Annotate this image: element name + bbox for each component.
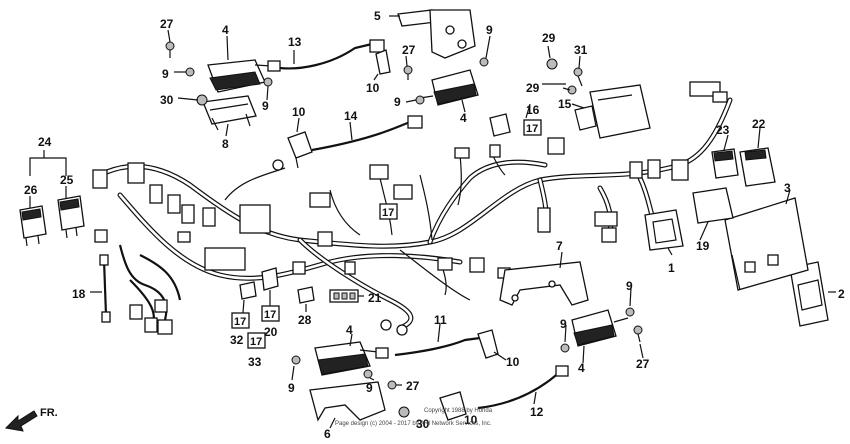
part-10-spark-plug-cap-bottom[interactable] (477, 329, 499, 359)
boxed-ref-17: 17 (526, 123, 538, 135)
part-10-spark-plug-cap-left[interactable] (287, 131, 313, 169)
boxed-ref-17: 17 (264, 309, 276, 321)
part-19-relay[interactable] (692, 187, 734, 224)
callout-23: 23 (716, 123, 730, 137)
callout-9: 9 (262, 99, 269, 113)
callout-11: 11 (434, 313, 447, 327)
part-21-connector[interactable] (329, 289, 359, 303)
part-4-ignition-coil-bottom-right[interactable] (571, 309, 629, 347)
part-28-clip[interactable] (297, 286, 315, 304)
callout-18: 18 (72, 287, 86, 301)
callout-14: 14 (344, 109, 358, 123)
callout-15: 15 (558, 97, 572, 111)
callout-6: 6 (324, 427, 331, 441)
callout-7: 7 (556, 239, 563, 253)
part-7-bracket[interactable] (499, 261, 589, 306)
callout-2: 2 (838, 287, 845, 301)
callout-4: 4 (578, 361, 585, 375)
boxed-ref-17: 17 (234, 316, 246, 328)
callout-28: 28 (298, 313, 312, 327)
part-14-high-tension-cord[interactable] (311, 115, 423, 152)
callout-21: 21 (368, 291, 382, 305)
callout-29: 29 (542, 31, 556, 45)
part-22-relay[interactable] (739, 147, 776, 187)
callout-32: 32 (230, 333, 244, 347)
callout-10: 10 (292, 105, 306, 119)
callout-3: 3 (784, 181, 791, 195)
callout-27: 27 (402, 43, 416, 57)
callout-9: 9 (162, 67, 169, 81)
boxed-ref-17: 17 (250, 336, 262, 348)
part-18-sensor-lead[interactable] (99, 254, 111, 323)
callout-25: 25 (60, 173, 74, 187)
part-16-clip[interactable] (489, 113, 511, 137)
part-8-bracket[interactable] (202, 95, 257, 131)
callout-20: 20 (264, 325, 278, 339)
callout-1: 1 (668, 261, 675, 275)
callout-29: 29 (526, 81, 540, 95)
callout-9: 9 (288, 381, 295, 395)
footer-page-design: Page design (c) 2004 - 2017 by ARI Netwo… (335, 421, 492, 427)
callout-30: 30 (416, 417, 430, 431)
part-32-clip[interactable] (239, 281, 257, 300)
callout-13: 13 (288, 35, 302, 49)
part-12-high-tension-cord[interactable] (477, 365, 569, 410)
callout-9: 9 (626, 279, 633, 293)
callout-9: 9 (394, 95, 401, 109)
callout-9: 9 (560, 317, 567, 331)
callout-4: 4 (222, 23, 229, 37)
front-direction-arrow: FR. (4, 407, 58, 432)
callout-9: 9 (486, 23, 493, 37)
part-13-high-tension-cord[interactable] (279, 39, 385, 70)
callout-31: 31 (574, 43, 588, 57)
callout-27: 27 (636, 357, 650, 371)
part-10-spark-plug-cap-lower[interactable] (439, 391, 467, 421)
part-2-cover[interactable] (789, 261, 829, 327)
part-4-ignition-coil-bottom-center[interactable] (314, 341, 389, 376)
callout-4: 4 (460, 111, 467, 125)
boxed-references: 17 17 17 17 17 (231, 119, 542, 349)
part-20-tape[interactable] (261, 267, 279, 291)
callout-10: 10 (366, 81, 380, 95)
boxed-ref-17: 17 (382, 207, 394, 219)
part-11-high-tension-cord[interactable] (394, 336, 481, 357)
callout-30: 30 (160, 93, 174, 107)
callout-4: 4 (346, 323, 353, 337)
part-4-ignition-coil-top-left[interactable] (207, 59, 281, 93)
callout-labels: 27 4 13 9 30 9 8 10 5 27 9 9 4 10 14 29 … (24, 9, 845, 441)
copyright-text: Copyright 1988 by Honda (424, 408, 493, 414)
part-23-relay[interactable] (711, 148, 739, 179)
part-5-bracket[interactable] (397, 9, 476, 59)
callout-27: 27 (160, 17, 174, 31)
callout-8: 8 (222, 137, 229, 151)
callout-33: 33 (248, 355, 262, 369)
callout-24: 24 (38, 135, 52, 149)
callout-27: 27 (406, 379, 420, 393)
callout-16: 16 (526, 103, 540, 117)
part-25-relay[interactable] (57, 195, 85, 239)
part-1-relay-box[interactable] (644, 209, 684, 251)
left-sub-harness (118, 244, 182, 335)
harness-connectors (92, 81, 728, 336)
part-10-spark-plug-cap-top[interactable] (375, 49, 391, 75)
callout-10: 10 (464, 413, 478, 427)
callout-12: 12 (530, 405, 544, 419)
callout-19: 19 (696, 239, 710, 253)
part-3-control-unit[interactable] (724, 197, 809, 291)
part-4-ignition-coil-top-center[interactable] (419, 69, 479, 106)
fasteners (165, 41, 643, 418)
part-15-cdi-unit[interactable] (574, 84, 651, 139)
leader-lines (29, 15, 836, 429)
callout-26: 26 (24, 183, 38, 197)
callout-5: 5 (374, 9, 381, 23)
callout-10: 10 (506, 355, 520, 369)
callout-9: 9 (366, 381, 373, 395)
part-6-bracket[interactable] (309, 381, 386, 422)
callout-22: 22 (752, 117, 766, 131)
part-26-relay[interactable] (19, 205, 47, 247)
front-direction-label: FR. (40, 407, 58, 419)
